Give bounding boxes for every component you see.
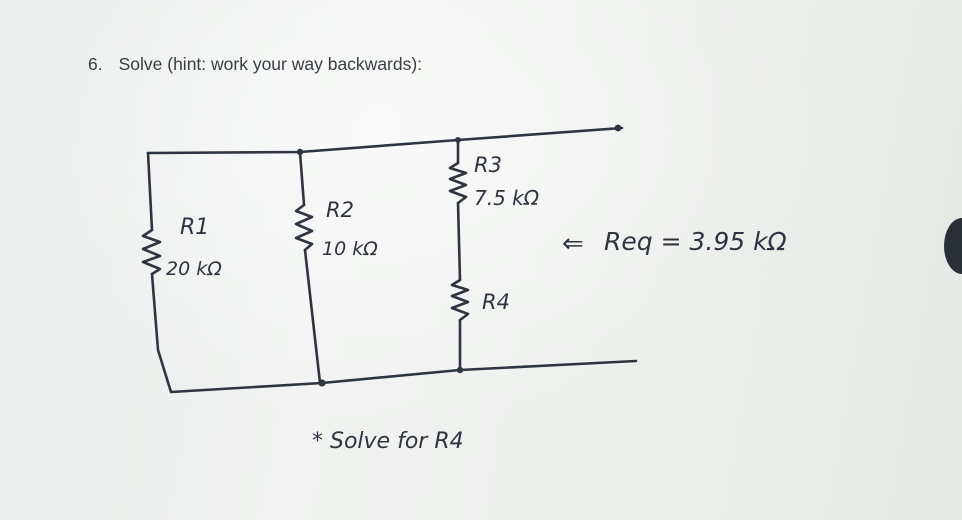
r1-wire-top [146, 151, 154, 232]
question-text: Solve (hint: work your way backwards): [118, 54, 423, 74]
r3-value-label: 7.5 kΩ [474, 186, 540, 210]
question-number: 6. [88, 54, 103, 74]
r3-resistor-symbol [448, 161, 468, 205]
r3-name-label: R3 [474, 153, 502, 177]
r4-resistor-symbol [450, 278, 470, 322]
r2-name-label: R2 [326, 198, 354, 222]
r2-wire-top [298, 150, 306, 207]
r1-wire-bottom [150, 272, 324, 394]
r1-name-label: R1 [180, 215, 209, 240]
top-wire [146, 126, 624, 155]
r3-r4-connector [456, 201, 462, 282]
r1-resistor-symbol [141, 228, 162, 276]
r2-resistor-symbol [294, 203, 314, 252]
top-terminal-dot [614, 124, 622, 132]
req-arrow-icon: ⇐ [562, 229, 584, 259]
solve-note: * Solve for R4 [312, 429, 464, 454]
r2-value-label: 10 kΩ [322, 238, 378, 260]
r2-wire-bottom [303, 248, 322, 385]
cutoff-dark-shape [944, 218, 962, 274]
question-heading: 6. Solve (hint: work your way backwards): [88, 54, 422, 75]
req-label: Req = 3.95 kΩ [604, 227, 787, 256]
r1-value-label: 20 kΩ [166, 258, 222, 280]
bottom-wire [320, 359, 638, 385]
r4-name-label: R4 [482, 290, 510, 314]
